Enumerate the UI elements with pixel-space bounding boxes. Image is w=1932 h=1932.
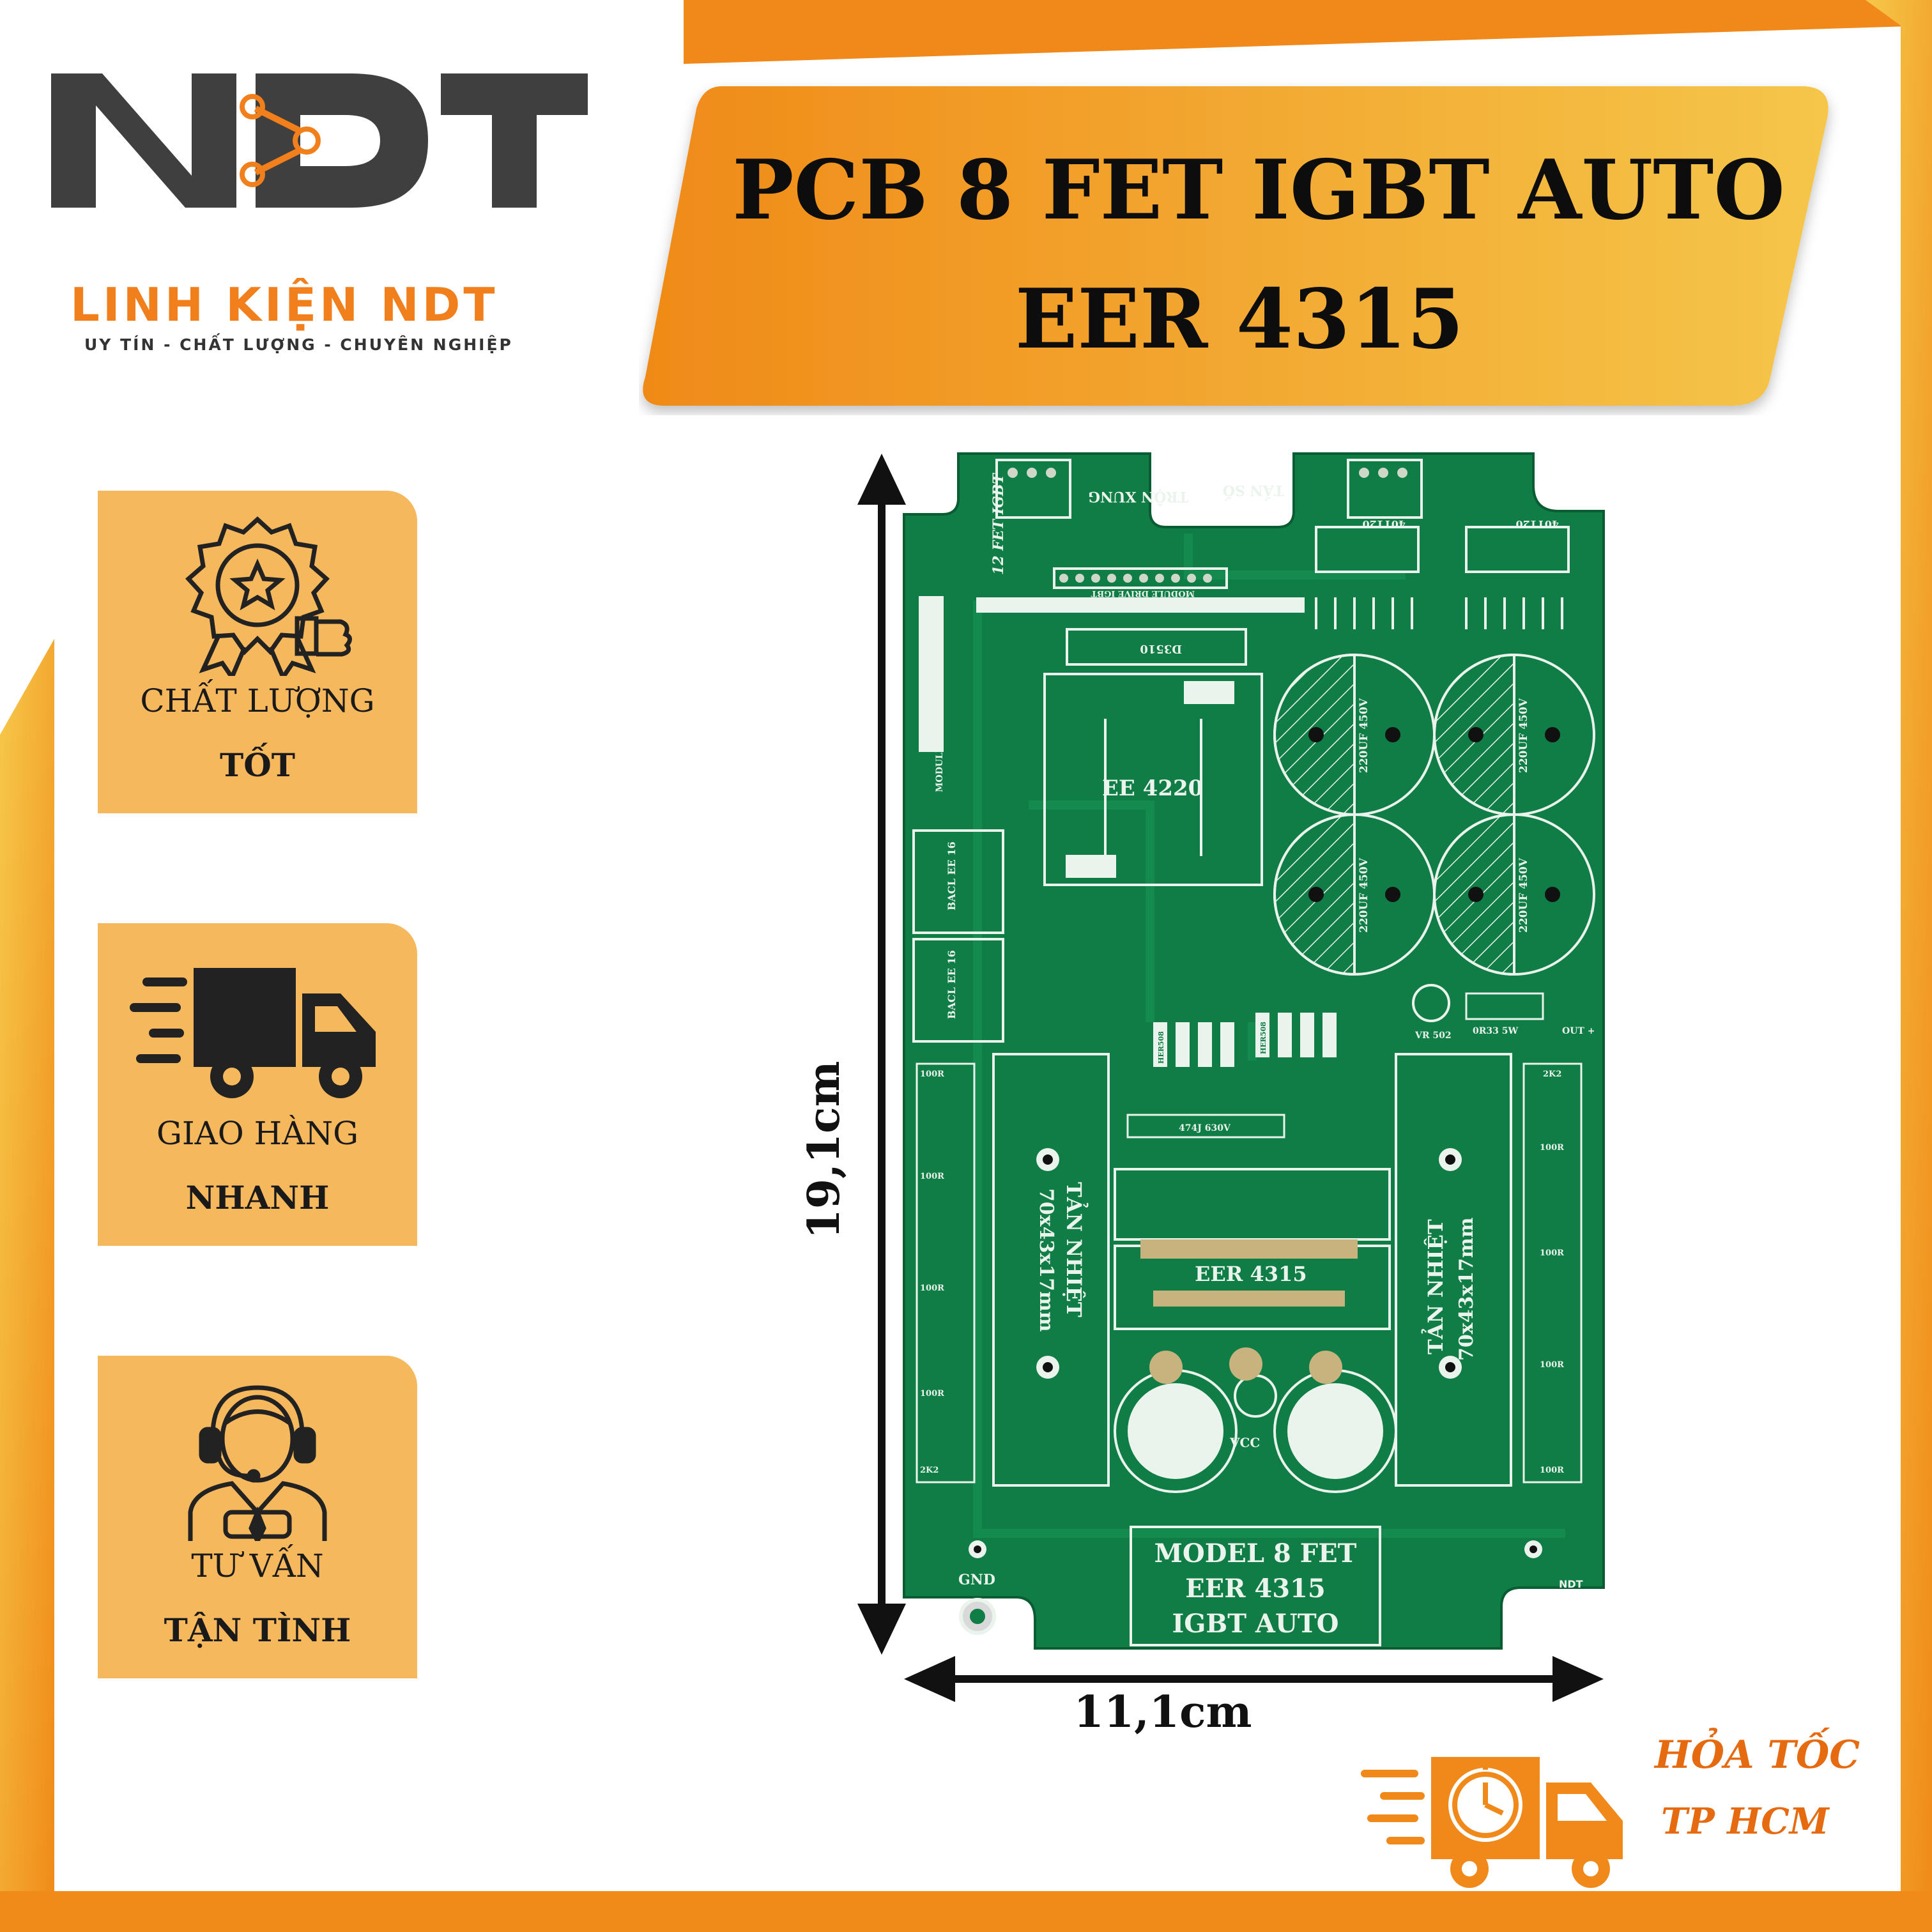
pcb-label-resistor-l2: 100R (920, 1172, 944, 1181)
pcb-label-resistor-r3: 100R (1540, 1360, 1564, 1370)
feature-card-support: TƯ VẤN TẬN TÌNH (98, 1356, 417, 1678)
feature-support-line2: TẬN TÌNH (164, 1611, 351, 1649)
pcb-label-diode-2: HER508 (1259, 1022, 1268, 1054)
pcb-label-bacl-1: BACL EE 16 (946, 841, 958, 910)
pcb-label-diode: HER508 (1157, 1031, 1165, 1064)
pcb-label-heatsink-size-right: 70x43x17mm (1455, 1217, 1478, 1361)
brand-name: LINH KIỆN NDT (70, 278, 498, 332)
height-dimension-label: 19,1cm (799, 1061, 850, 1239)
feature-quality-line1: CHẤT LƯỢNG (140, 682, 375, 719)
pcb-label-tron-xung: TRỘN XUNG (1088, 488, 1188, 506)
pcb-maker-mark: NDT (1559, 1578, 1583, 1590)
title-banner-shape (643, 86, 1828, 406)
pcb-label-heatsink-size-left: 70x43x17mm (1035, 1188, 1057, 1332)
pcb-board: TRỘN XUNG TẦN SỐ 12 FET IGBT MODULE DRIV… (894, 447, 1610, 1655)
feature-support-line1: TƯ VẤN (191, 1547, 324, 1584)
pcb-label-resistor-l1: 100R (920, 1070, 944, 1079)
title-line-2: EER 4315 (1015, 272, 1464, 367)
pcb-label-heatsink-left: TẢN NHIỆT (1062, 1182, 1089, 1317)
pcb-film-cap-outline (1126, 1114, 1285, 1138)
pcb-label-heatsink-right: TẢN NHIỆT (1421, 1219, 1448, 1354)
pcb-label-resistor-r4: 100R (1540, 1466, 1564, 1475)
width-dimension-label: 11,1cm (1073, 1687, 1252, 1738)
pcb-label-resistor-r2: 100R (1540, 1248, 1564, 1258)
pcb-label-2k2-right: 2K2 (1543, 1070, 1561, 1079)
express-line2: TP HCM (1661, 1800, 1829, 1843)
pcb-label-vcc: VCC (1229, 1435, 1260, 1450)
brand-logo: LINH KIỆN NDT UY TÍN - CHẤT LƯỢNG - CHUY… (45, 61, 594, 354)
pcb-label-tan-so: TẦN SỐ (1223, 482, 1284, 501)
pcb-label-resistor-l3: 100R (920, 1284, 944, 1293)
pcb-label-bridge: D3510 (1140, 642, 1182, 656)
feature-card-delivery: GIAO HÀNG NHANH (98, 923, 417, 1246)
delivery-truck-icon (130, 968, 376, 1098)
pcb-model-line2: EER 4315 (1185, 1574, 1325, 1604)
pcb-label-vr502: VR 502 (1414, 1031, 1452, 1041)
quality-badge-icon (185, 516, 352, 676)
pcb-label-to220-b: 40T120 (1515, 518, 1559, 530)
pcb-label-to220-a: 40T120 (1362, 518, 1406, 530)
express-line1: HỎA TỐC (1655, 1733, 1860, 1777)
support-agent-icon (188, 1385, 327, 1541)
pcb-board-illustration: TRỘN XUNG TẦN SỐ 12 FET IGBT MODULE DRIV… (903, 452, 1605, 1650)
pcb-shunt-outline (1465, 992, 1544, 1020)
pcb-label-2k2-left: 2K2 (920, 1466, 939, 1475)
title-line-1: PCB 8 FET IGBT AUTO (732, 142, 1785, 238)
pcb-label-out-plus: OUT + (1562, 1026, 1595, 1036)
pcb-label-gnd: GND (958, 1572, 995, 1588)
pcb-label-resistor-r1: 100R (1540, 1143, 1564, 1153)
pcb-label-cap-2: 220UF 450V (1517, 698, 1530, 773)
pcb-trimmer (1412, 984, 1450, 1022)
express-delivery-badge: HỎA TỐC TP HCM (1354, 1699, 1866, 1904)
pcb-model-line3: IGBT AUTO (1172, 1609, 1339, 1639)
pcb-label-12-fet-igbt: 12 FET IGBT (990, 473, 1007, 575)
pcb-label-resistor-l4: 100R (920, 1389, 944, 1399)
feature-quality-line2: TỐT (220, 746, 295, 784)
pcb-label-module-mosfet: MODULE DRIVE MOSFET (935, 662, 945, 792)
pcb-bridge-outline (1066, 628, 1247, 666)
pcb-label-cap-1: 220UF 450V (1358, 698, 1370, 773)
pcb-label-eer4315: EER 4315 (1195, 1262, 1307, 1286)
pcb-model-line1: MODEL 8 FET (1154, 1538, 1357, 1568)
ndt-logo-mark (51, 73, 588, 208)
pcb-label-cap-4: 220UF 450V (1517, 857, 1530, 933)
pcb-label-shunt: 0R33 5W (1473, 1026, 1518, 1036)
express-truck-icon (1361, 1757, 1623, 1888)
pcb-label-film-cap: 474J 630V (1179, 1123, 1231, 1133)
brand-slogan: UY TÍN - CHẤT LƯỢNG - CHUYÊN NGHIỆP (84, 335, 513, 354)
pcb-model-box (1130, 1526, 1381, 1646)
pcb-label-module-igbt: MODULE DRIVE IGBT (1091, 588, 1195, 598)
pcb-label-ee4220: EE 4220 (1102, 776, 1203, 801)
title-banner: PCB 8 FET IGBT AUTO EER 4315 (639, 80, 1840, 415)
feature-delivery-line2: NHANH (185, 1179, 330, 1216)
pcb-label-cap-3: 220UF 450V (1358, 857, 1370, 933)
feature-card-quality: CHẤT LƯỢNG TỐT (98, 491, 417, 813)
pcb-label-bacl-2: BACL EE 16 (946, 950, 958, 1019)
feature-delivery-line1: GIAO HÀNG (156, 1115, 359, 1152)
